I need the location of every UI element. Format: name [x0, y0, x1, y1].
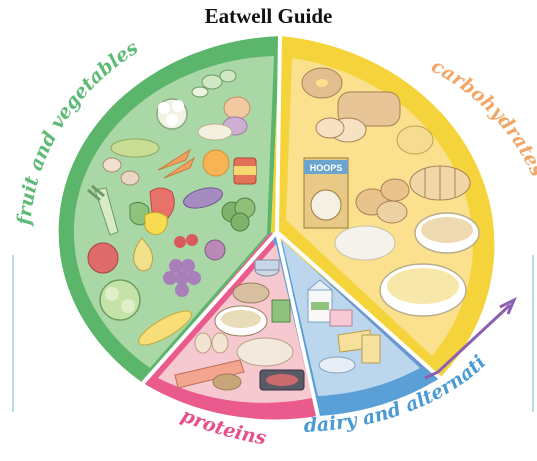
- beans-icon: [197, 123, 233, 141]
- yogurt-icon: [329, 309, 381, 364]
- lentils-icon: [212, 373, 242, 391]
- fruit-vegetable-illustrations: [87, 69, 257, 346]
- page-title: Eatwell Guide: [204, 4, 333, 28]
- potato-icon: [355, 178, 410, 224]
- protein-illustrations: [174, 259, 305, 391]
- pasta-icon: [396, 125, 434, 155]
- yogurt-pot-icon: [318, 356, 356, 374]
- aubergine-icon: [183, 187, 223, 209]
- bread-icon: [315, 91, 401, 143]
- cauliflower-icon: [156, 98, 188, 130]
- leek-icon: [87, 184, 119, 236]
- milk-carton-icon: [306, 279, 334, 323]
- orange-icon: [202, 149, 230, 177]
- corn-icon: [138, 310, 192, 346]
- dairy-illustrations: [306, 279, 381, 374]
- chicken-icon: [236, 337, 294, 367]
- eggs-icon: [194, 332, 229, 354]
- bagel-icon: [301, 67, 343, 99]
- red-cabbage-icon: [204, 239, 226, 261]
- apple-icon: [87, 242, 119, 274]
- carrot-icon: [157, 148, 196, 179]
- tomato-can-icon: [233, 157, 257, 185]
- pear-icon: [133, 237, 154, 272]
- cherries-icon: [174, 234, 198, 248]
- crisps-bowl-icon: [379, 263, 467, 317]
- cereal-box-label: HOOPS: [310, 163, 343, 173]
- carbohydrate-illustrations: HOOPS: [301, 67, 480, 317]
- lettuce-icon: [99, 279, 141, 321]
- rice-bowl-icon: [414, 212, 480, 254]
- broccoli-icon: [221, 197, 256, 232]
- peas-icon: [110, 138, 160, 158]
- tin-icon: [254, 259, 280, 277]
- onion-icon: [223, 96, 251, 120]
- cereal-box-icon: HOOPS: [303, 157, 349, 229]
- oils-arrow: [424, 296, 517, 380]
- meat-pack-icon: [259, 369, 305, 391]
- fish-icon: [174, 359, 245, 389]
- segment-dividers: [141, 35, 442, 417]
- chickpeas-bowl-icon: [214, 305, 268, 337]
- mushroom-icon: [102, 157, 140, 186]
- sliced-potato-icon: [409, 165, 471, 201]
- nuts-icon: [232, 282, 270, 304]
- grapes-icon: [163, 259, 201, 297]
- beans-tin-icon: [271, 299, 291, 323]
- rice-icon: [334, 225, 396, 261]
- cucumber-icon: [191, 69, 237, 98]
- pepper-icon: [129, 187, 175, 236]
